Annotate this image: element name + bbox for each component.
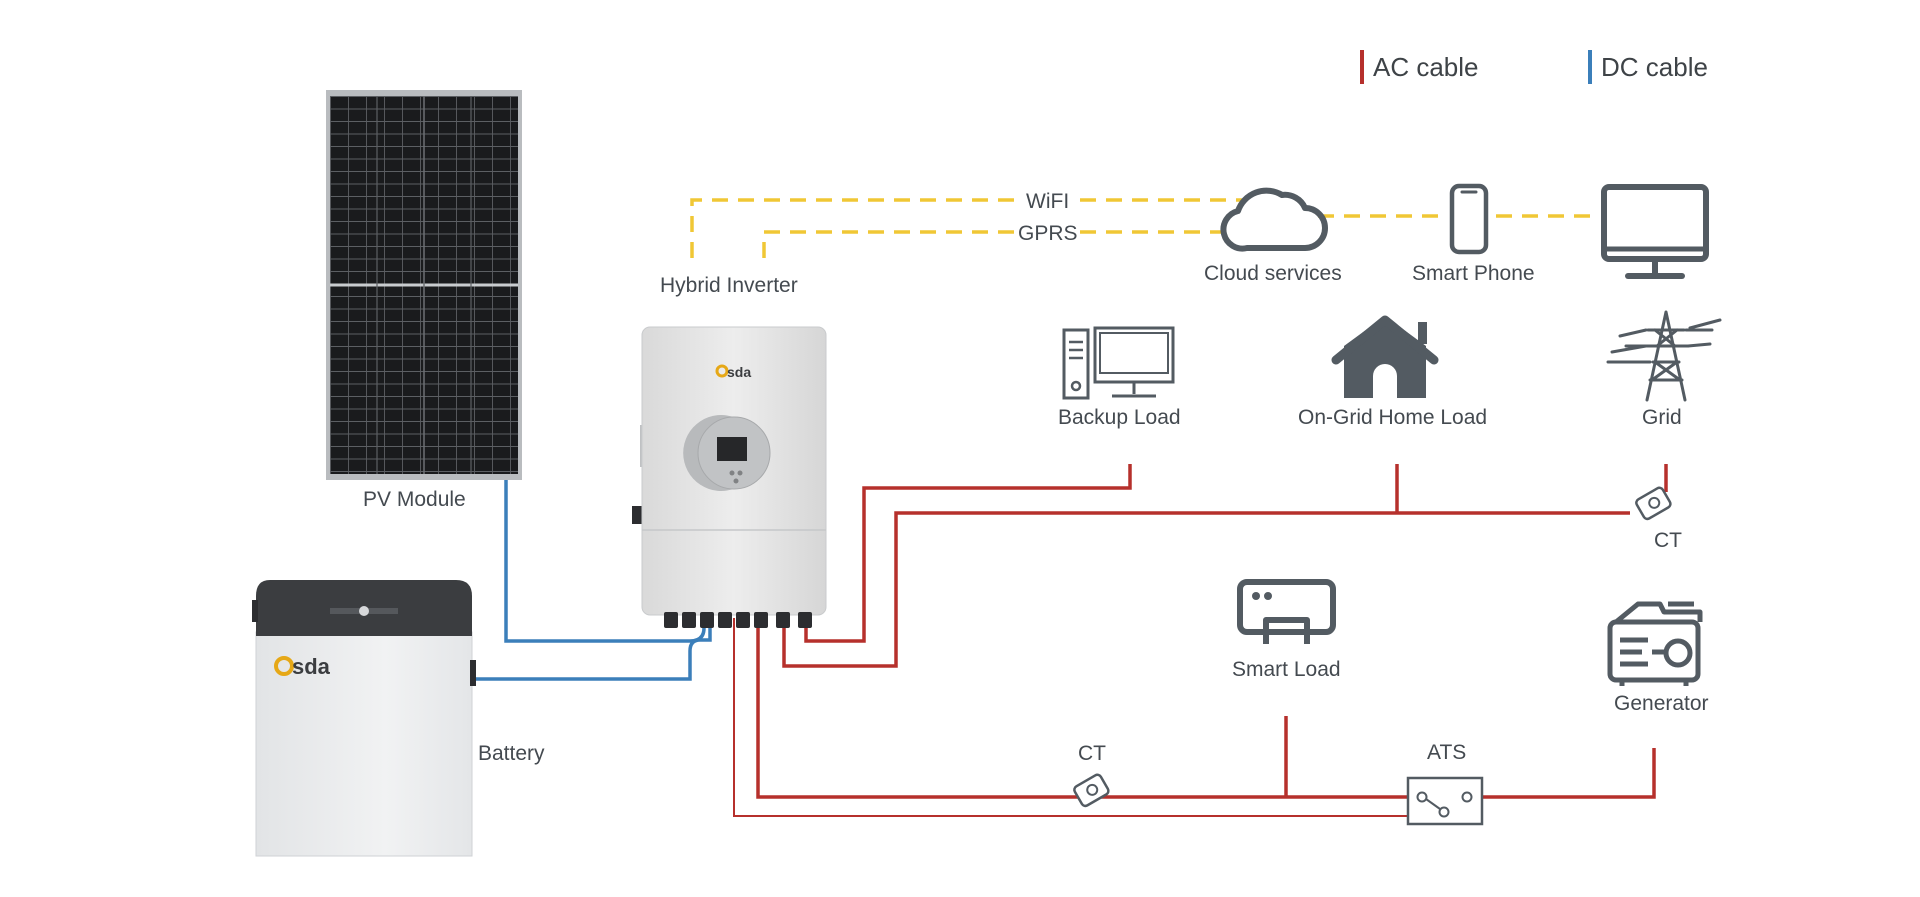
legend: AC cable DC cable bbox=[1360, 50, 1708, 84]
cloud-services-label: Cloud services bbox=[1204, 262, 1342, 285]
battery-dc-cable bbox=[474, 618, 712, 681]
grid-cable bbox=[782, 511, 1630, 668]
gprs-label: GPRS bbox=[1018, 222, 1078, 245]
hybrid-inverter: Hybrid Inverter sda bbox=[632, 274, 827, 628]
desktop-computer-icon bbox=[1062, 326, 1175, 400]
cloud-icon bbox=[1220, 187, 1328, 252]
ct-sensor-icon bbox=[1073, 773, 1110, 808]
transmission-tower-icon bbox=[1606, 310, 1722, 402]
pv-module-label: PV Module bbox=[363, 488, 466, 511]
pv-module: PV Module bbox=[326, 90, 522, 511]
grid: Grid bbox=[1606, 310, 1722, 429]
smartphone-icon bbox=[1449, 183, 1489, 255]
battery-brand-logo: sda bbox=[292, 654, 331, 679]
smart-load-label: Smart Load bbox=[1232, 658, 1341, 681]
smart-phone-label: Smart Phone bbox=[1412, 262, 1535, 285]
communication-lines: WiFI GPRS bbox=[690, 188, 1598, 258]
home-load: On-Grid Home Load bbox=[1298, 315, 1487, 429]
wifi-line bbox=[690, 198, 1030, 258]
backup-load-label: Backup Load bbox=[1058, 406, 1181, 429]
grid-label: Grid bbox=[1642, 406, 1682, 429]
generator-label: Generator bbox=[1614, 692, 1709, 715]
smart-load: Smart Load bbox=[1232, 579, 1341, 681]
home-load-label: On-Grid Home Load bbox=[1298, 406, 1487, 429]
battery: sda Battery bbox=[252, 580, 545, 857]
ct-bottom-label: CT bbox=[1078, 742, 1106, 765]
smart-phone: Smart Phone bbox=[1412, 183, 1535, 285]
ats-signal-cable bbox=[733, 618, 1444, 817]
gprs-line bbox=[762, 230, 1022, 258]
ac-cables bbox=[733, 464, 1668, 817]
generator: Generator bbox=[1607, 601, 1709, 715]
generator-cable bbox=[756, 618, 1408, 799]
ct-grid: CT bbox=[1635, 486, 1682, 552]
house-icon bbox=[1331, 315, 1439, 398]
ats-label: ATS bbox=[1427, 741, 1466, 764]
battery-label: Battery bbox=[478, 742, 545, 765]
ct-bottom: CT bbox=[1073, 742, 1110, 808]
generator-icon bbox=[1607, 601, 1703, 686]
dc-cables bbox=[474, 480, 712, 681]
dc-legend-label: DC cable bbox=[1601, 52, 1708, 82]
wifi-label: WiFI bbox=[1026, 190, 1069, 213]
backup-load-cable bbox=[804, 464, 1132, 643]
cloud-services: Cloud services bbox=[1204, 187, 1342, 285]
ats: ATS bbox=[1406, 741, 1484, 826]
hybrid-inverter-label: Hybrid Inverter bbox=[660, 274, 798, 297]
inverter-brand-logo: sda bbox=[727, 364, 751, 380]
generator-drop-cable bbox=[1478, 748, 1656, 799]
ct-sensor-icon bbox=[1635, 486, 1672, 521]
ct-grid-label: CT bbox=[1654, 529, 1682, 552]
monitor bbox=[1601, 184, 1709, 279]
backup-load: Backup Load bbox=[1058, 326, 1181, 429]
ac-legend-label: AC cable bbox=[1373, 52, 1479, 82]
air-conditioner-icon bbox=[1237, 579, 1336, 644]
